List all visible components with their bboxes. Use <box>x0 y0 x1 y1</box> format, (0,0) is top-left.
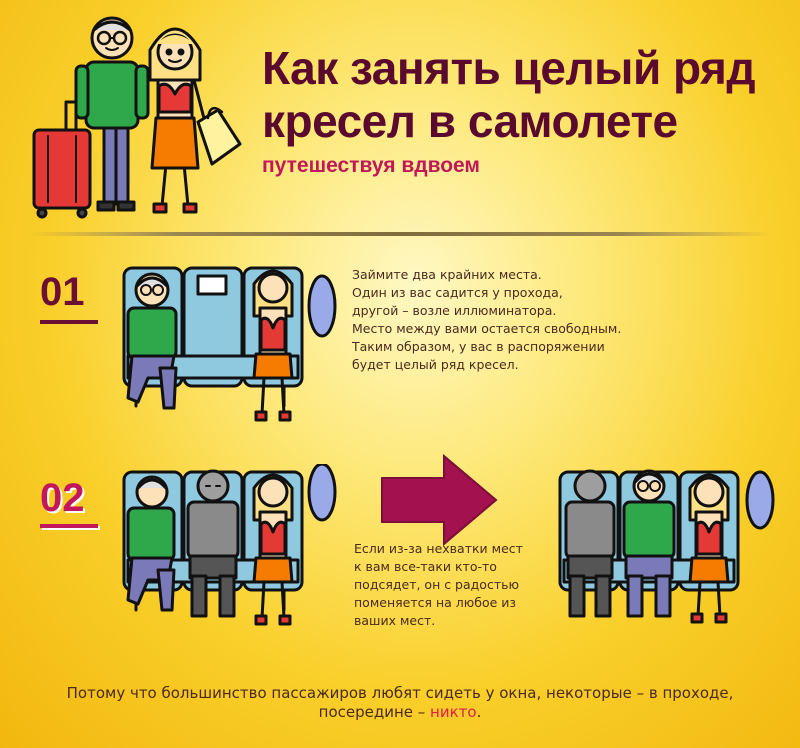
step-2-woman-figure <box>252 473 294 626</box>
couple-illustration <box>32 16 242 219</box>
window-icon <box>307 274 337 338</box>
result-stranger-figure <box>564 469 616 618</box>
shopping-bag-icon <box>196 106 242 166</box>
step-2-underline <box>40 524 98 528</box>
footer-line-1: Потому что большинство пассажиров любят … <box>66 684 734 702</box>
window-icon <box>307 464 337 522</box>
footer-highlight: никто <box>430 703 477 721</box>
step-2-number: 02 <box>40 476 85 520</box>
woman-figure <box>148 27 208 214</box>
arrow-right-icon <box>381 453 498 547</box>
title-line-2: кресел в самолете <box>262 95 678 147</box>
footer-line-2-suffix: . <box>476 703 482 721</box>
step-2-result-illustration <box>558 469 775 624</box>
man-figure <box>74 16 150 212</box>
step-1-man-figure <box>126 272 178 410</box>
step-1-text: Займите два крайних места. Один из вас с… <box>352 267 622 372</box>
title-line-1: Как занять целый ряд <box>262 42 756 94</box>
result-man-figure <box>622 469 676 618</box>
footer-note: Потому что большинство пассажиров любят … <box>0 684 800 722</box>
footer-line-2-prefix: посередине – <box>318 703 431 721</box>
window-icon <box>745 470 775 530</box>
step-1-woman-figure <box>252 269 294 422</box>
page-subtitle: путешествуя вдвоем <box>262 154 480 177</box>
step-1-seats-illustration <box>122 266 337 422</box>
step-2-text: Если из-за нехватки мест к вам все-таки … <box>354 541 523 628</box>
result-woman-figure <box>688 473 730 624</box>
page-title: Как занять целый ряд кресел в самолете <box>262 42 756 148</box>
step-2-man-figure <box>126 475 176 612</box>
step-1-number: 01 <box>40 270 85 314</box>
section-divider <box>28 232 772 236</box>
step-2-seats-illustration <box>122 464 337 626</box>
step-2-stranger-figure <box>186 469 240 618</box>
step-1-underline <box>40 320 98 324</box>
suitcase-icon <box>32 100 92 219</box>
